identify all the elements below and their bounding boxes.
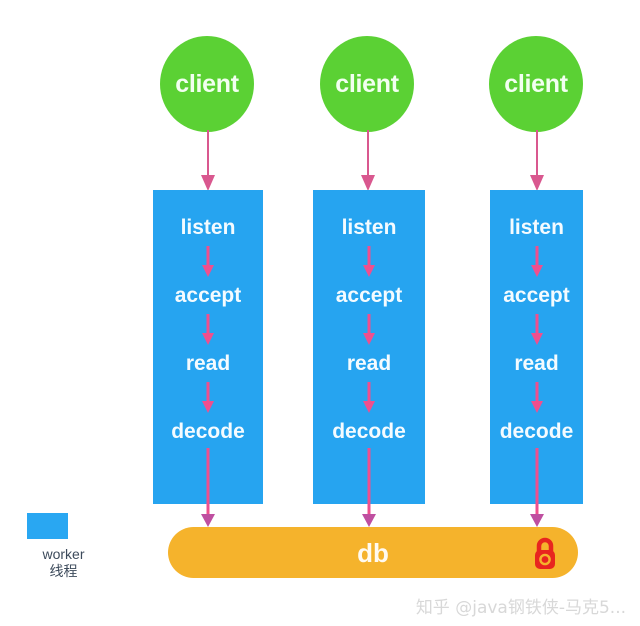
stage-label-read: read: [346, 352, 392, 375]
arrow-stage-3-4: [363, 382, 375, 413]
arrow-stage-2-3: [363, 314, 375, 345]
client-label: client: [175, 69, 239, 98]
arrow-stage-3-4: [530, 382, 543, 413]
stage-label-read: read: [514, 352, 559, 375]
legend: worker 线程: [16, 509, 111, 581]
watermark: 知乎 @java钢铁侠-马克5...: [415, 598, 626, 618]
legend-label-worker: worker: [42, 546, 85, 562]
worker-column-2[interactable]: listen accept read decode: [313, 190, 425, 504]
stage-label-accept: accept: [335, 284, 403, 307]
legend-label-thread: 线程: [49, 564, 78, 580]
arrow-stage-2-3: [530, 314, 543, 345]
arrow-client-to-worker-1: [201, 130, 215, 191]
legend-swatch-worker: [27, 513, 68, 539]
arrow-stage-1-2: [530, 246, 543, 277]
arrow-stage-1-2: [202, 246, 214, 277]
database-bar[interactable]: db: [168, 527, 578, 578]
stage-label-decode: decode: [171, 420, 245, 443]
arrow-worker-to-db-2: [362, 504, 376, 527]
stage-label-listen: listen: [180, 216, 236, 239]
client-label: client: [504, 69, 568, 98]
arrow-stage-1-2: [363, 246, 375, 277]
arrow-worker-to-db-1: [201, 504, 215, 527]
stage-label-decode: decode: [499, 420, 574, 443]
lock-icon: [530, 535, 560, 571]
stage-label-listen: listen: [341, 216, 397, 239]
arrow-stage-3-4: [202, 382, 214, 413]
arrow-stage-2-3: [202, 314, 214, 345]
stage-label-decode: decode: [332, 420, 406, 443]
arrow-stage-tail: [206, 448, 210, 504]
arrow-client-to-worker-2: [361, 130, 375, 191]
stage-label-accept: accept: [174, 284, 242, 307]
arrow-stage-tail: [367, 448, 371, 504]
client-node-1[interactable]: client: [160, 36, 254, 132]
arrow-worker-to-db-3: [530, 504, 544, 527]
client-node-3[interactable]: client: [489, 36, 583, 132]
worker-column-3[interactable]: listen accept read decode: [490, 190, 583, 504]
worker-column-1[interactable]: listen accept read decode: [153, 190, 263, 504]
stage-label-listen: listen: [509, 216, 564, 239]
client-label: client: [335, 69, 399, 98]
database-label: db: [357, 537, 389, 568]
client-node-2[interactable]: client: [320, 36, 414, 132]
arrow-stage-tail: [535, 448, 538, 504]
arrow-client-to-worker-3: [530, 130, 544, 191]
stage-label-accept: accept: [503, 284, 570, 307]
stage-label-read: read: [185, 352, 231, 375]
